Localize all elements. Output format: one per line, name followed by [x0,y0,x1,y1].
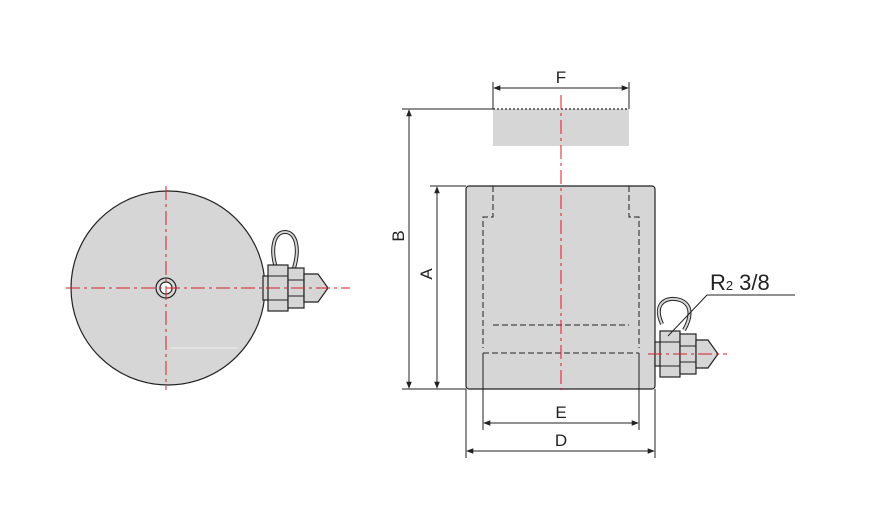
dimension-D-label: D [555,431,567,450]
top-view [66,186,350,390]
dimension-B-label: B [389,230,408,241]
dimension-F-label: F [556,68,566,87]
dimension-E-label: E [555,403,566,422]
dimension-A-label: A [417,268,436,280]
top-view-coupler [262,229,329,312]
dimension-F: F [492,68,630,109]
dimension-A: A [417,185,466,389]
dimension-B: B [389,108,493,390]
thread-leader [667,294,708,337]
dimension-E: E [482,353,640,430]
side-view-coupler [654,296,719,378]
dimension-D: D [465,389,656,458]
